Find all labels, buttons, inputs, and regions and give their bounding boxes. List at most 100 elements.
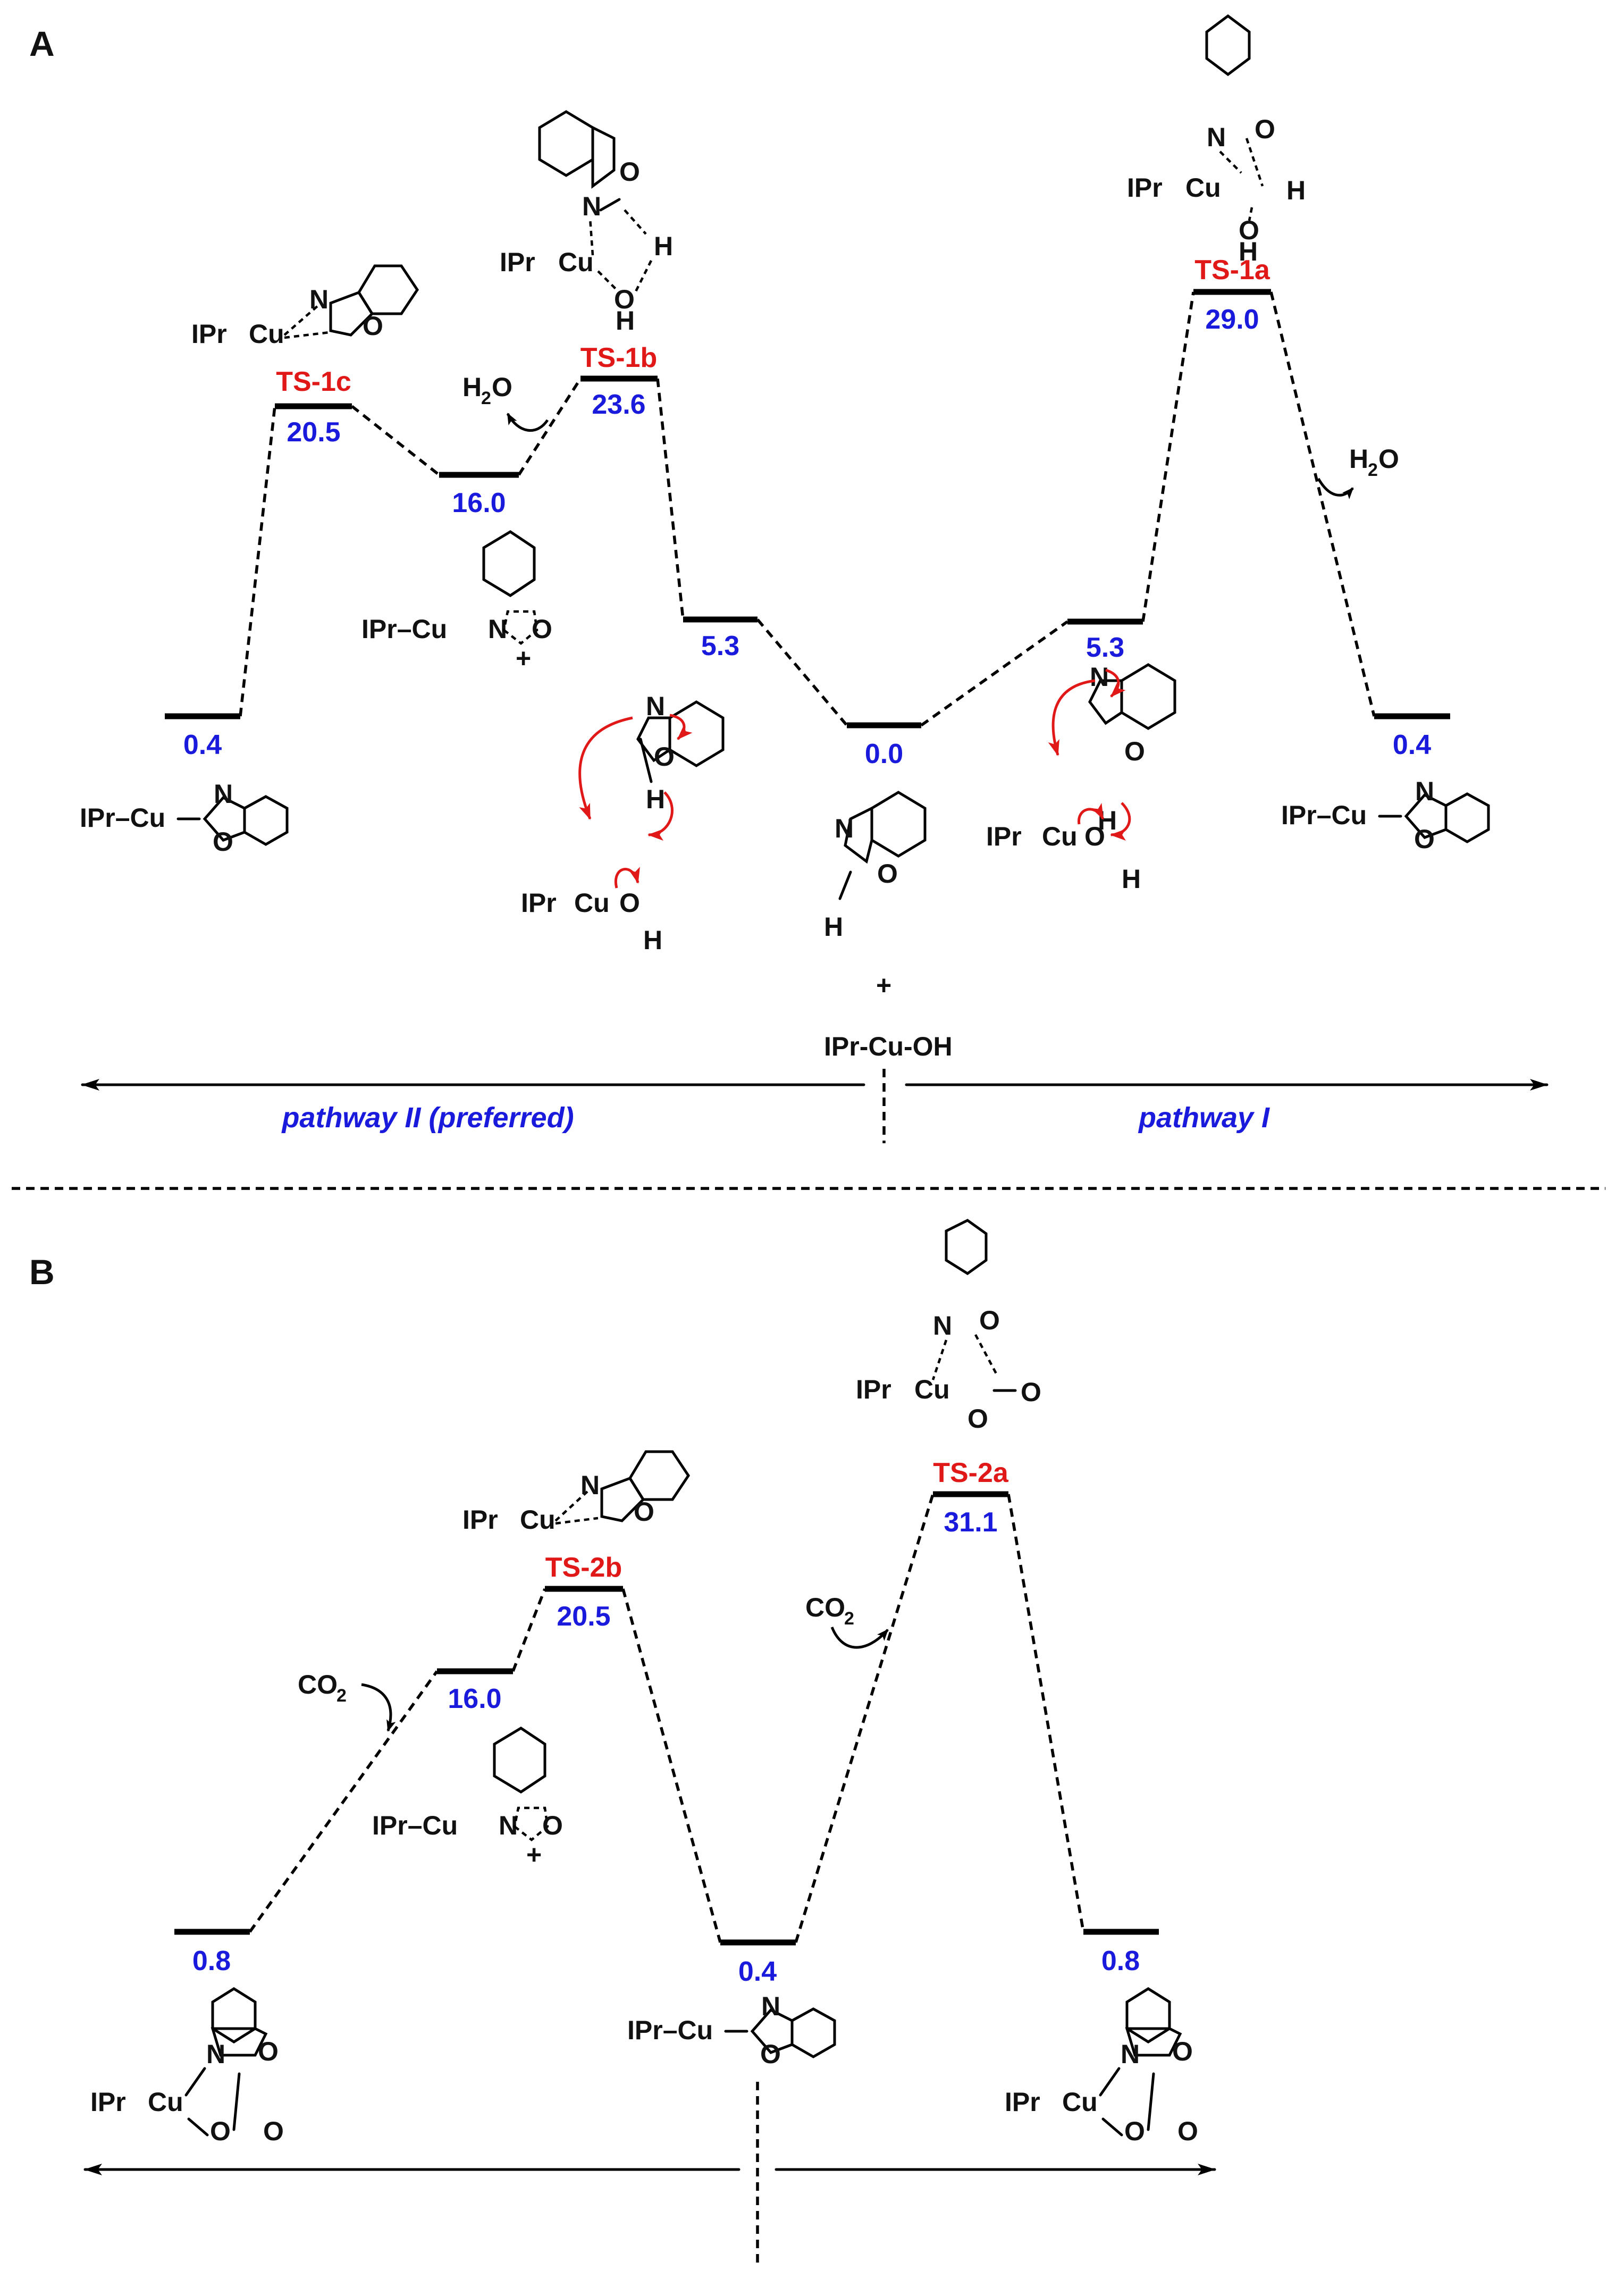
svg-text:2: 2 bbox=[1368, 460, 1378, 480]
connectors-b bbox=[248, 1494, 1085, 1943]
svg-text:N: N bbox=[835, 814, 854, 843]
svg-text:O: O bbox=[1239, 215, 1259, 245]
svg-text:IPr: IPr bbox=[90, 2087, 126, 2117]
svg-text:Cu: Cu bbox=[574, 888, 610, 918]
svg-text:Cu: Cu bbox=[914, 1375, 950, 1404]
svg-text:CO: CO bbox=[298, 1670, 338, 1699]
svg-text:2: 2 bbox=[481, 388, 491, 408]
svg-text:O: O bbox=[760, 2039, 781, 2069]
svg-text:O: O bbox=[1124, 2116, 1145, 2146]
pathway-i-label: pathway I bbox=[1138, 1102, 1270, 1134]
svg-text:IPr–Cu: IPr–Cu bbox=[80, 803, 165, 833]
svg-text:H: H bbox=[643, 925, 662, 955]
energy-levels-b bbox=[174, 1491, 1159, 1946]
energy-a-intermediate: 16.0 bbox=[452, 488, 506, 518]
svg-text:H: H bbox=[646, 784, 665, 814]
svg-text:O: O bbox=[263, 2116, 284, 2146]
svg-text:H: H bbox=[616, 306, 635, 336]
svg-text:O: O bbox=[1414, 824, 1435, 854]
svg-text:IPr: IPr bbox=[1127, 173, 1163, 203]
structure-cu-carboxylate-right: N O IPr Cu O O bbox=[1005, 1987, 1198, 2146]
structure-cu-benzoxazolyl-a-right: IPr–Cu N O bbox=[1281, 776, 1490, 854]
panel-label-a: A bbox=[29, 24, 55, 63]
structure-cu-benzoxazolyl-b: IPr–Cu N O bbox=[627, 1991, 836, 2069]
energy-b-end: 0.8 bbox=[1101, 1946, 1140, 1976]
energy-b-mid: 0.4 bbox=[738, 1956, 777, 1987]
energy-ts-2b: 20.5 bbox=[557, 1601, 610, 1632]
structure-mechanism-left: N O H IPr Cu O H bbox=[521, 691, 725, 955]
svg-text:Cu: Cu bbox=[520, 1505, 556, 1535]
svg-text:O: O bbox=[979, 1305, 1000, 1335]
energy-b-start: 0.8 bbox=[192, 1946, 231, 1976]
water-release-right: H 2 O bbox=[1317, 444, 1399, 499]
svg-text:H: H bbox=[654, 231, 673, 261]
water-release-left: H 2 O bbox=[462, 372, 549, 432]
svg-text:N: N bbox=[646, 691, 665, 721]
svg-text:O: O bbox=[213, 827, 233, 857]
svg-text:O: O bbox=[363, 311, 383, 341]
structure-carbene-intermediate-a: IPr–Cu N O + bbox=[361, 530, 552, 673]
energy-ts-1a: 29.0 bbox=[1205, 304, 1259, 335]
svg-text:H: H bbox=[824, 912, 843, 942]
structure-carbene-intermediate-b: IPr–Cu N O + bbox=[372, 1727, 563, 1870]
svg-text:IPr: IPr bbox=[856, 1375, 891, 1404]
energy-ts-1b: 23.6 bbox=[592, 389, 645, 420]
svg-text:IPr: IPr bbox=[521, 888, 557, 918]
svg-text:IPr-Cu-OH: IPr-Cu-OH bbox=[824, 1032, 953, 1061]
svg-text:N: N bbox=[582, 191, 601, 221]
svg-text:O: O bbox=[1021, 1377, 1041, 1407]
svg-text:Cu: Cu bbox=[148, 2087, 183, 2117]
co2-uptake-left: CO 2 bbox=[298, 1670, 396, 1732]
ts-2b-label: TS-2b bbox=[545, 1552, 622, 1583]
pathway-axis-b bbox=[83, 2082, 1216, 2265]
energy-a-start: 0.4 bbox=[183, 730, 222, 760]
svg-text:Cu: Cu bbox=[249, 319, 284, 349]
svg-text:O: O bbox=[619, 888, 640, 918]
svg-text:H: H bbox=[1122, 864, 1141, 894]
structure-ts-1c: IPr Cu N O bbox=[191, 264, 419, 349]
svg-text:O: O bbox=[967, 1404, 988, 1434]
svg-text:N: N bbox=[214, 779, 233, 809]
svg-text:N: N bbox=[309, 284, 329, 314]
svg-text:IPr–Cu: IPr–Cu bbox=[372, 1811, 458, 1840]
svg-text:H: H bbox=[462, 372, 482, 402]
ts-1c-label: TS-1c bbox=[276, 366, 351, 397]
ts-2a-label: TS-2a bbox=[933, 1458, 1009, 1488]
svg-text:O: O bbox=[258, 2037, 279, 2066]
svg-text:IPr–Cu: IPr–Cu bbox=[1281, 800, 1367, 830]
svg-text:O: O bbox=[619, 157, 640, 187]
svg-text:+: + bbox=[526, 1840, 542, 1870]
svg-text:IPr–Cu: IPr–Cu bbox=[361, 614, 447, 644]
svg-text:Cu: Cu bbox=[1062, 2087, 1098, 2117]
svg-text:+: + bbox=[876, 970, 891, 1000]
svg-text:CO: CO bbox=[805, 1593, 845, 1622]
structure-ts-2b: IPr Cu N O bbox=[462, 1450, 691, 1535]
svg-text:IPr: IPr bbox=[191, 319, 227, 349]
pathway-axis-a: pathway II (preferred) pathway I bbox=[81, 1069, 1549, 1143]
energy-a-end: 0.4 bbox=[1393, 730, 1431, 760]
structure-cu-carboxylate-left: N O IPr Cu O O bbox=[90, 1987, 284, 2146]
svg-text:O: O bbox=[210, 2116, 231, 2146]
svg-text:N: N bbox=[761, 1991, 780, 2021]
svg-text:O: O bbox=[614, 284, 635, 314]
svg-text:O: O bbox=[542, 1811, 563, 1840]
svg-text:O: O bbox=[492, 372, 512, 402]
svg-text:IPr–Cu: IPr–Cu bbox=[627, 2015, 713, 2045]
svg-text:N: N bbox=[1121, 2039, 1140, 2069]
svg-text:N: N bbox=[580, 1470, 600, 1500]
svg-text:O: O bbox=[532, 614, 552, 644]
svg-text:2: 2 bbox=[336, 1686, 347, 1706]
structure-mechanism-right: N O IPr Cu H O H bbox=[986, 662, 1176, 894]
svg-text:N: N bbox=[1090, 662, 1109, 692]
svg-text:O: O bbox=[1177, 2116, 1198, 2146]
svg-text:O: O bbox=[1255, 114, 1275, 144]
svg-text:N: N bbox=[206, 2039, 225, 2069]
svg-text:H: H bbox=[1349, 444, 1368, 474]
energy-ts-2a: 31.1 bbox=[944, 1507, 997, 1538]
svg-text:Cu: Cu bbox=[1185, 173, 1221, 203]
svg-text:N: N bbox=[1415, 776, 1434, 806]
svg-text:+: + bbox=[516, 643, 531, 673]
svg-text:O: O bbox=[1378, 444, 1399, 474]
structure-cu-benzoxazolyl-a-left: IPr–Cu N O bbox=[80, 779, 289, 857]
svg-text:N: N bbox=[1207, 122, 1226, 152]
